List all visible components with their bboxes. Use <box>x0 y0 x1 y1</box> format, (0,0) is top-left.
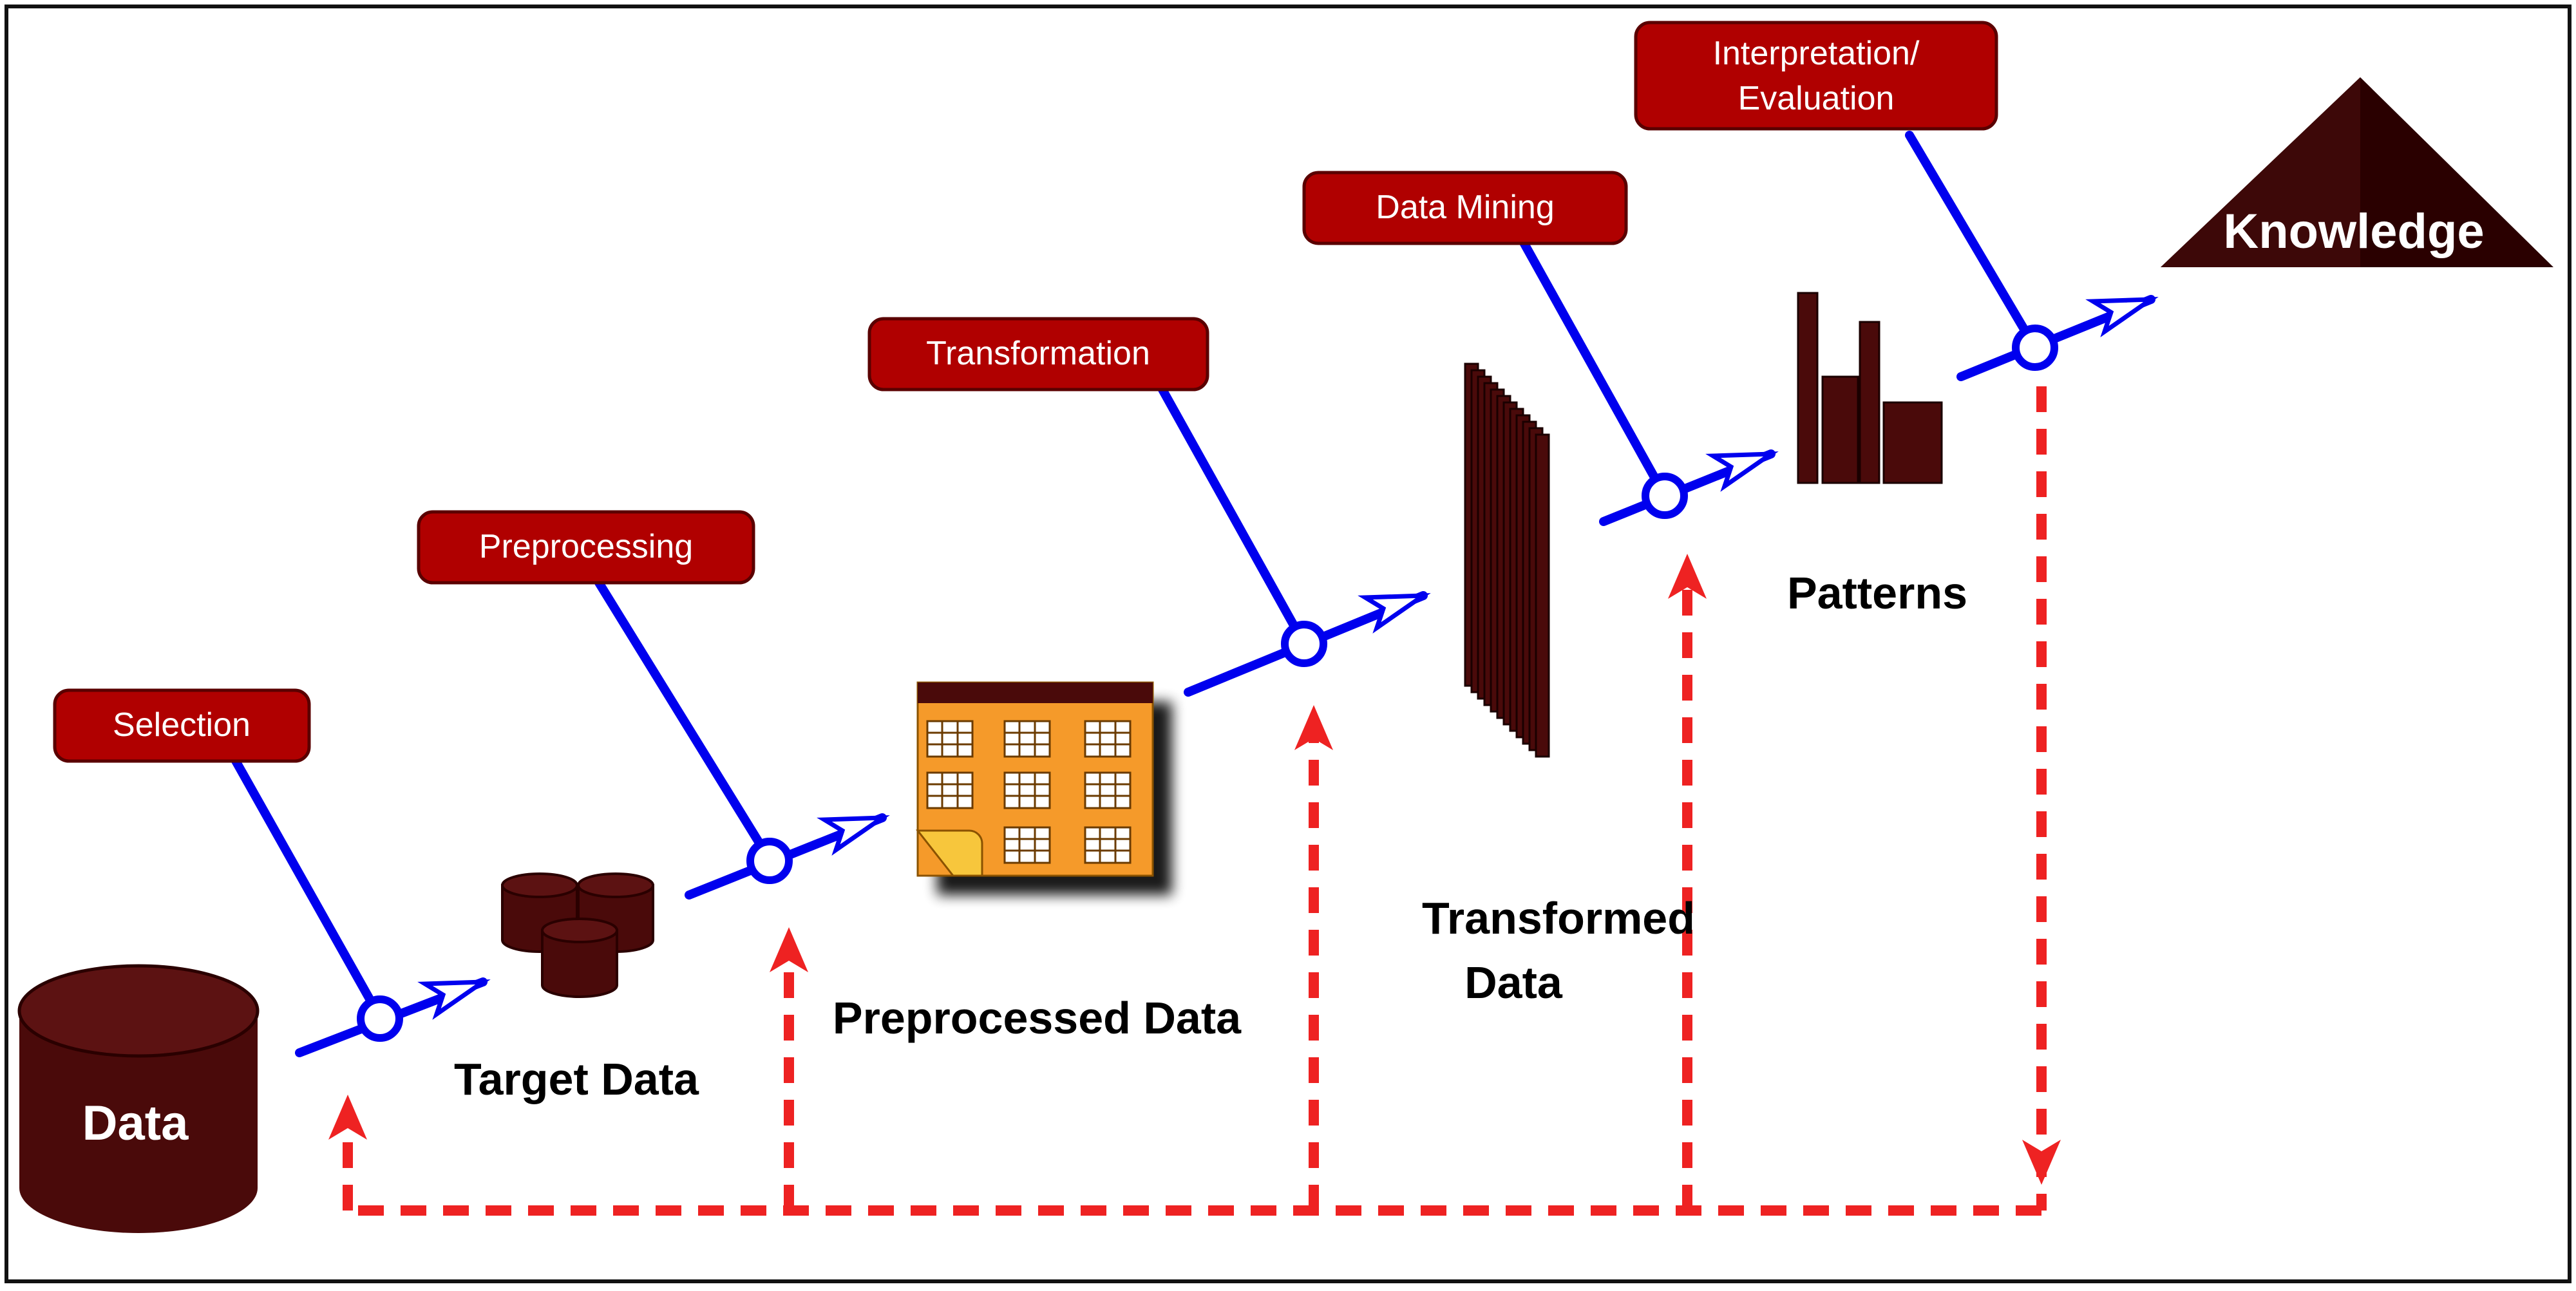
feedback-arrowhead-icon <box>1668 554 1707 599</box>
feedback-arrowhead-icon <box>328 1095 367 1140</box>
node-patterns-label: Patterns <box>1787 568 1967 618</box>
node-transformed-data-label-line1: Transformed <box>1422 893 1695 943</box>
step-transformation: Transformation <box>867 317 1209 391</box>
flow-junctions <box>357 325 2058 1042</box>
step-interpretation-label-line2: Evaluation <box>1738 80 1895 117</box>
preprocessed-data-table-icon <box>915 681 1154 877</box>
step-interpretation-box <box>1634 21 1998 131</box>
step-data-mining-box <box>1302 171 1628 245</box>
step-preprocessing: Preprocessing <box>417 510 755 585</box>
step-data-mining-label: Data Mining <box>1376 189 1554 226</box>
interpretation-junction-icon <box>2012 325 2058 371</box>
data-mining-junction-icon <box>1642 473 1688 519</box>
feedback-arrowhead-icon <box>2022 1140 2061 1185</box>
step-interpretation-label-line1: Interpretation/ <box>1713 35 1920 72</box>
flow-arrowhead-icon <box>817 815 890 856</box>
patterns-bars-icon <box>1797 292 1943 484</box>
node-transformed-data-label-line2: Data <box>1464 957 1563 1008</box>
knowledge-pyramid-icon <box>2161 77 2553 267</box>
step-data-mining: Data Mining <box>1302 171 1628 245</box>
transformation-leader-line <box>1158 385 1309 648</box>
feedback-arrowheads <box>328 554 2061 1185</box>
flow-arrowhead-icon <box>1358 593 1431 634</box>
preprocessing-junction-icon <box>746 838 793 884</box>
selection-leader-line <box>231 755 384 1022</box>
target-data-cylinders-icon <box>501 872 654 998</box>
node-preprocessed-data-label: Preprocessed Data <box>833 993 1242 1043</box>
step-selection: Selection <box>53 688 311 763</box>
node-knowledge-label: Knowledge <box>2223 204 2484 259</box>
data-mining-leader-line <box>1519 237 1669 500</box>
node-data-label: Data <box>82 1096 189 1151</box>
step-interpretation: Interpretation/ Evaluation <box>1634 21 1998 131</box>
step-preprocessing-box <box>417 510 755 585</box>
interpretation-leader-line <box>1905 131 2040 352</box>
flow-arrowheads <box>417 297 2159 1020</box>
selection-junction-icon <box>357 995 403 1042</box>
step-selection-label: Selection <box>113 706 251 744</box>
flow-arrowhead-icon <box>2085 297 2159 337</box>
flow-arrowhead-icon <box>417 979 491 1020</box>
step-transformation-label: Transformation <box>926 335 1150 372</box>
step-transformation-box <box>867 317 1209 391</box>
feedback-arrowhead-icon <box>770 927 808 972</box>
preprocessing-leader-line <box>594 578 774 864</box>
feedback-loop <box>343 386 2047 1216</box>
transformation-junction-icon <box>1281 621 1327 667</box>
transformed-data-stack-icon <box>1464 363 1550 758</box>
flow-arrowhead-icon <box>1705 451 1779 492</box>
node-target-data-label: Target Data <box>454 1054 699 1104</box>
feedback-arrowhead-icon <box>1294 705 1333 750</box>
data-cylinder-icon <box>17 964 260 1233</box>
step-preprocessing-label: Preprocessing <box>479 528 693 565</box>
step-selection-box <box>53 688 311 763</box>
